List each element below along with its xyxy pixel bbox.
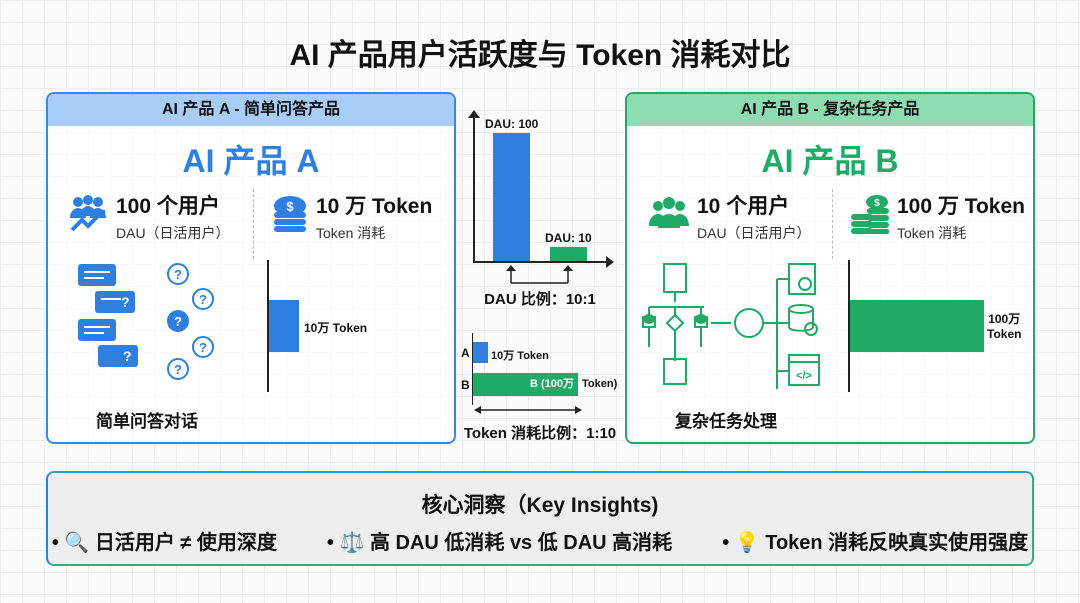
divider (253, 189, 254, 259)
token-cat-b: B (461, 378, 470, 392)
chat-bubbles-icon: ?? ????? (78, 263, 214, 380)
svg-text:?: ? (123, 348, 132, 364)
dau-y-axis (473, 116, 475, 263)
token-bar-a (473, 342, 488, 363)
product-a-users: 100 个用户 DAU（日活用户） (116, 190, 230, 243)
token-ratio: Token 消耗比例：1:10 (463, 425, 617, 442)
svg-text:?: ? (174, 362, 182, 377)
users-growth-icon (70, 195, 106, 232)
divider (832, 189, 833, 259)
tokens-label: Token 消耗 (897, 225, 967, 241)
token-b-outer-label: Token) (582, 378, 618, 390)
product-b-name: AI 产品 B (761, 143, 899, 179)
bar-label-line: 100万 (988, 312, 1021, 326)
coins-icon: $ (274, 196, 306, 232)
dau-ratio: DAU 比例：10:1 (484, 291, 596, 308)
insights-list: • 🔍 日活用户 ≠ 使用深度 • ⚖️ 高 DAU 低消耗 vs 低 DAU … (48, 526, 1032, 555)
token-b-inner-label: B (100万 (529, 378, 574, 390)
dau-x-axis (473, 261, 608, 263)
token-cat-a: A (461, 346, 470, 360)
token-bar-a-label: 10万 Token (304, 321, 368, 335)
dau-bar-b (550, 247, 587, 261)
svg-text:$: $ (874, 198, 880, 209)
insight-item: • 🔍 日活用户 ≠ 使用深度 (51, 532, 277, 554)
workflow-icon: </> (642, 263, 820, 389)
svg-text:?: ? (121, 294, 130, 310)
product-b-caption: 复杂任务处理 (675, 412, 777, 431)
svg-text:?: ? (174, 267, 182, 282)
svg-text:</>: </> (796, 370, 812, 382)
svg-text:?: ? (199, 340, 207, 355)
double-arrow-icon (474, 406, 582, 414)
tokens-value: 10 万 Token (316, 195, 433, 218)
bar-label-line: Token (987, 327, 1022, 341)
users-icon (649, 197, 689, 228)
arrow-up-icon (468, 110, 480, 118)
token-a-label: 10万 Token (491, 350, 549, 362)
insight-item: • 💡 Token 消耗反映真实使用强度 (722, 532, 1029, 554)
svg-text:$: $ (286, 199, 294, 214)
users-label: DAU（日活用户） (116, 225, 230, 241)
token-bar-b: B (100万 (473, 373, 578, 396)
product-a-name: AI 产品 A (182, 143, 320, 179)
users-value: 10 个用户 (697, 195, 790, 218)
ratio-connector-icon (506, 265, 573, 284)
coins-stack-icon: $ (851, 195, 889, 234)
svg-text:?: ? (174, 314, 182, 329)
product-b-panel: AI 产品 B - 复杂任务产品 AI 产品 B 10 个用户 DAU（日活用户）… (625, 92, 1035, 444)
dau-b-label: DAU: 10 (545, 231, 592, 245)
key-insights-box: 核心洞察（Key Insights) • 🔍 日活用户 ≠ 使用深度 • ⚖️ … (46, 471, 1034, 566)
product-a-header: AI 产品 A - 简单问答产品 (48, 94, 454, 126)
product-b-users: 10 个用户 DAU（日活用户） (697, 190, 811, 243)
product-a-caption: 简单问答对话 (96, 412, 198, 431)
users-label: DAU（日活用户） (697, 225, 811, 241)
dau-a-label: DAU: 100 (485, 117, 539, 131)
dau-bar-a (493, 133, 530, 261)
token-bar-a (269, 300, 299, 352)
insights-title: 核心洞察（Key Insights) (421, 494, 659, 517)
token-axis (848, 260, 850, 392)
token-bar-b (850, 300, 984, 352)
insight-item: • ⚖️ 高 DAU 低消耗 vs 低 DAU 高消耗 (326, 532, 673, 554)
page-title: AI 产品用户活跃度与 Token 消耗对比 (289, 39, 791, 72)
arrow-right-icon (606, 256, 614, 268)
token-axis (267, 260, 269, 392)
token-y-axis (472, 333, 473, 405)
product-a-panel: AI 产品 A - 简单问答产品 AI 产品 A 100 个用户 DAU（日活用户… (46, 92, 456, 444)
tokens-label: Token 消耗 (316, 225, 386, 241)
tokens-value: 100 万 Token (897, 195, 1025, 218)
svg-text:?: ? (199, 292, 207, 307)
users-value: 100 个用户 (116, 195, 220, 218)
product-b-header: AI 产品 B - 复杂任务产品 (627, 94, 1033, 126)
